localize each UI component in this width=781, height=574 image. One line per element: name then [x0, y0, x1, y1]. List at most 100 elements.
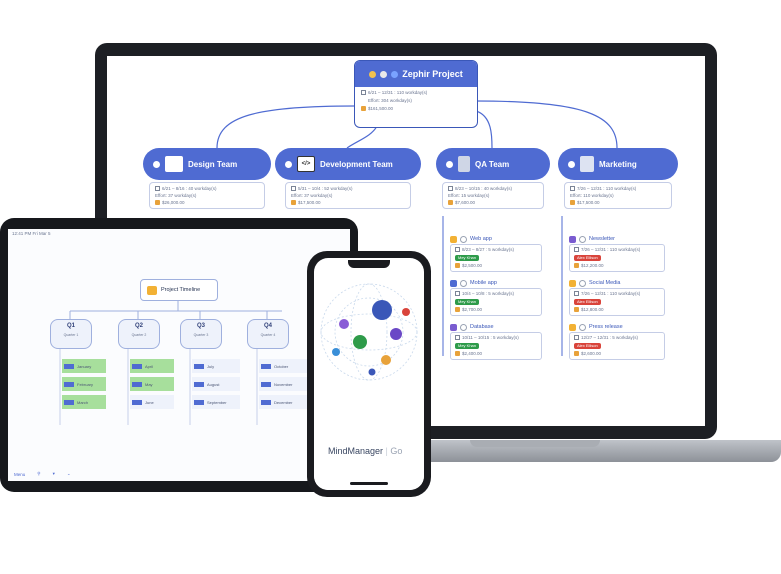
priority-badge [450, 279, 457, 287]
task-press-release[interactable]: Press release 12/27 – 12/31 : 5 workday(… [569, 322, 665, 360]
task-social-media[interactable]: Social Media 7/26 – 12/31 : 110 workday(… [569, 278, 665, 316]
team-dates: 8/23 – 10/15 : 40 workday(s) [455, 186, 513, 191]
month-item[interactable]: August [192, 377, 240, 391]
month-item[interactable]: June [130, 395, 174, 409]
month-label: December [274, 399, 293, 405]
money-icon [574, 351, 579, 357]
tablet-status-bar: 12:41 PM Fri Mar 5 [12, 231, 51, 236]
team-development[interactable]: </>Development Team 5/31 – 10/4 : 52 wor… [275, 148, 421, 209]
easel-icon [165, 156, 183, 172]
calendar-icon [291, 186, 296, 192]
task-cost: $2,500.00 [462, 263, 483, 268]
task-bar-icon [194, 381, 204, 387]
home-indicator [350, 482, 388, 485]
task-bar-icon [64, 399, 74, 405]
month-item[interactable]: March [62, 395, 106, 409]
month-item[interactable]: April [130, 359, 174, 373]
laptop-screen: Zephir Project 6/21 – 12/31 : 110 workda… [107, 56, 705, 426]
priority-badge [450, 323, 457, 331]
search-icon[interactable]: ⚲ [37, 471, 41, 476]
month-item[interactable]: October [259, 359, 309, 373]
month-item[interactable]: November [259, 377, 309, 391]
globe-illustration [320, 283, 418, 381]
laptop-notch [470, 440, 600, 447]
month-label: February [77, 381, 94, 387]
timeline-root-topic[interactable]: Project Timeline [140, 279, 218, 301]
progress-icon [460, 323, 467, 331]
task-title: Newsletter [589, 236, 615, 242]
money-icon [574, 307, 579, 313]
month-item[interactable]: February [62, 377, 106, 391]
root-title: Zephir Project [402, 69, 463, 79]
priority-badge [450, 235, 457, 243]
team-title: Marketing [599, 159, 637, 169]
task-bar-icon [194, 363, 204, 369]
calendar-icon [147, 285, 157, 295]
task-cost: $2,600.00 [581, 351, 602, 356]
task-cost: $2,400.00 [462, 351, 483, 356]
task-cost: $12,200.00 [581, 263, 604, 268]
task-web-app[interactable]: Web app 8/23 – 8/27 : 5 workday(s) Mey K… [450, 234, 542, 272]
task-mobile-app[interactable]: Mobile app 10/4 – 10/8 : 5 workday(s) Me… [450, 278, 542, 316]
status-icon [568, 160, 575, 168]
month-item[interactable]: May [130, 377, 174, 391]
task-database[interactable]: Database 10/11 – 10/15 : 5 workday(s) Me… [450, 322, 542, 360]
team-design[interactable]: Design Team 6/21 – 8/16 : 40 workday(s) … [143, 148, 271, 209]
money-icon [570, 200, 575, 206]
task-bar-icon [64, 363, 74, 369]
month-label: April [145, 363, 154, 369]
task-bar-icon [194, 399, 204, 405]
month-item[interactable]: December [259, 395, 309, 409]
task-newsletter[interactable]: Newsletter 7/26 – 12/31 : 110 workday(s)… [569, 234, 665, 272]
calendar-icon [455, 247, 460, 253]
month-item[interactable]: January [62, 359, 106, 373]
root-dates: 6/21 – 12/31 : 110 workday(s) [368, 90, 428, 95]
resource-tag: Mey Khan [455, 299, 480, 305]
root-topic[interactable]: Zephir Project 6/21 – 12/31 : 110 workda… [354, 60, 478, 128]
progress-icon [380, 70, 388, 78]
resource-tag: Alex Ellison [574, 343, 601, 349]
phone-notch [348, 260, 390, 268]
resource-tag: Alex Ellison [574, 299, 601, 305]
calendar-icon [448, 186, 453, 192]
calendar-icon [574, 247, 579, 253]
progress-icon [579, 323, 586, 331]
month-item[interactable]: July [192, 359, 240, 373]
month-label: November [274, 381, 293, 387]
month-label: May [145, 381, 153, 387]
month-item[interactable]: September [192, 395, 240, 409]
priority-icon [391, 70, 399, 78]
calendar-icon [455, 335, 460, 341]
chevron-down-icon[interactable]: ⌄ [66, 471, 71, 476]
quarter-label: Q3 [196, 323, 205, 329]
status-dot-icon [369, 70, 377, 78]
quarter-sub: Quarter 1 [63, 333, 79, 337]
app-brand: MindManager | Go [328, 446, 403, 456]
filter-icon[interactable]: ▾ [52, 471, 55, 476]
team-title: Design Team [188, 159, 238, 169]
quarter-label: Q2 [134, 323, 143, 329]
task-dates: 7/26 – 12/31 : 110 workday(s) [581, 247, 641, 252]
status-icon [285, 160, 292, 168]
resource-tag: Mey Khan [455, 255, 480, 261]
menu-button[interactable]: Menu [14, 471, 26, 477]
task-title: Web app [470, 236, 492, 242]
team-cost: $17,500.00 [298, 200, 321, 205]
task-bar-icon [132, 363, 142, 369]
team-dates: 7/26 – 12/31 : 110 workday(s) [577, 186, 637, 191]
money-icon [455, 307, 460, 313]
team-dates: 6/21 – 8/16 : 40 workday(s) [162, 186, 217, 191]
megaphone-icon [580, 156, 594, 172]
task-dates: 10/4 – 10/8 : 5 workday(s) [462, 291, 515, 296]
task-dates: 10/11 – 10/15 : 5 workday(s) [462, 335, 519, 340]
team-dates: 5/31 – 10/4 : 52 workday(s) [298, 186, 353, 191]
team-title: QA Team [475, 159, 510, 169]
team-marketing[interactable]: Marketing 7/26 – 12/31 : 110 workday(s) … [558, 148, 678, 209]
team-qa[interactable]: QA Team 8/23 – 10/15 : 40 workday(s) Eff… [436, 148, 550, 209]
root-cost: $161,500.00 [368, 106, 394, 111]
calendar-icon [155, 186, 160, 192]
